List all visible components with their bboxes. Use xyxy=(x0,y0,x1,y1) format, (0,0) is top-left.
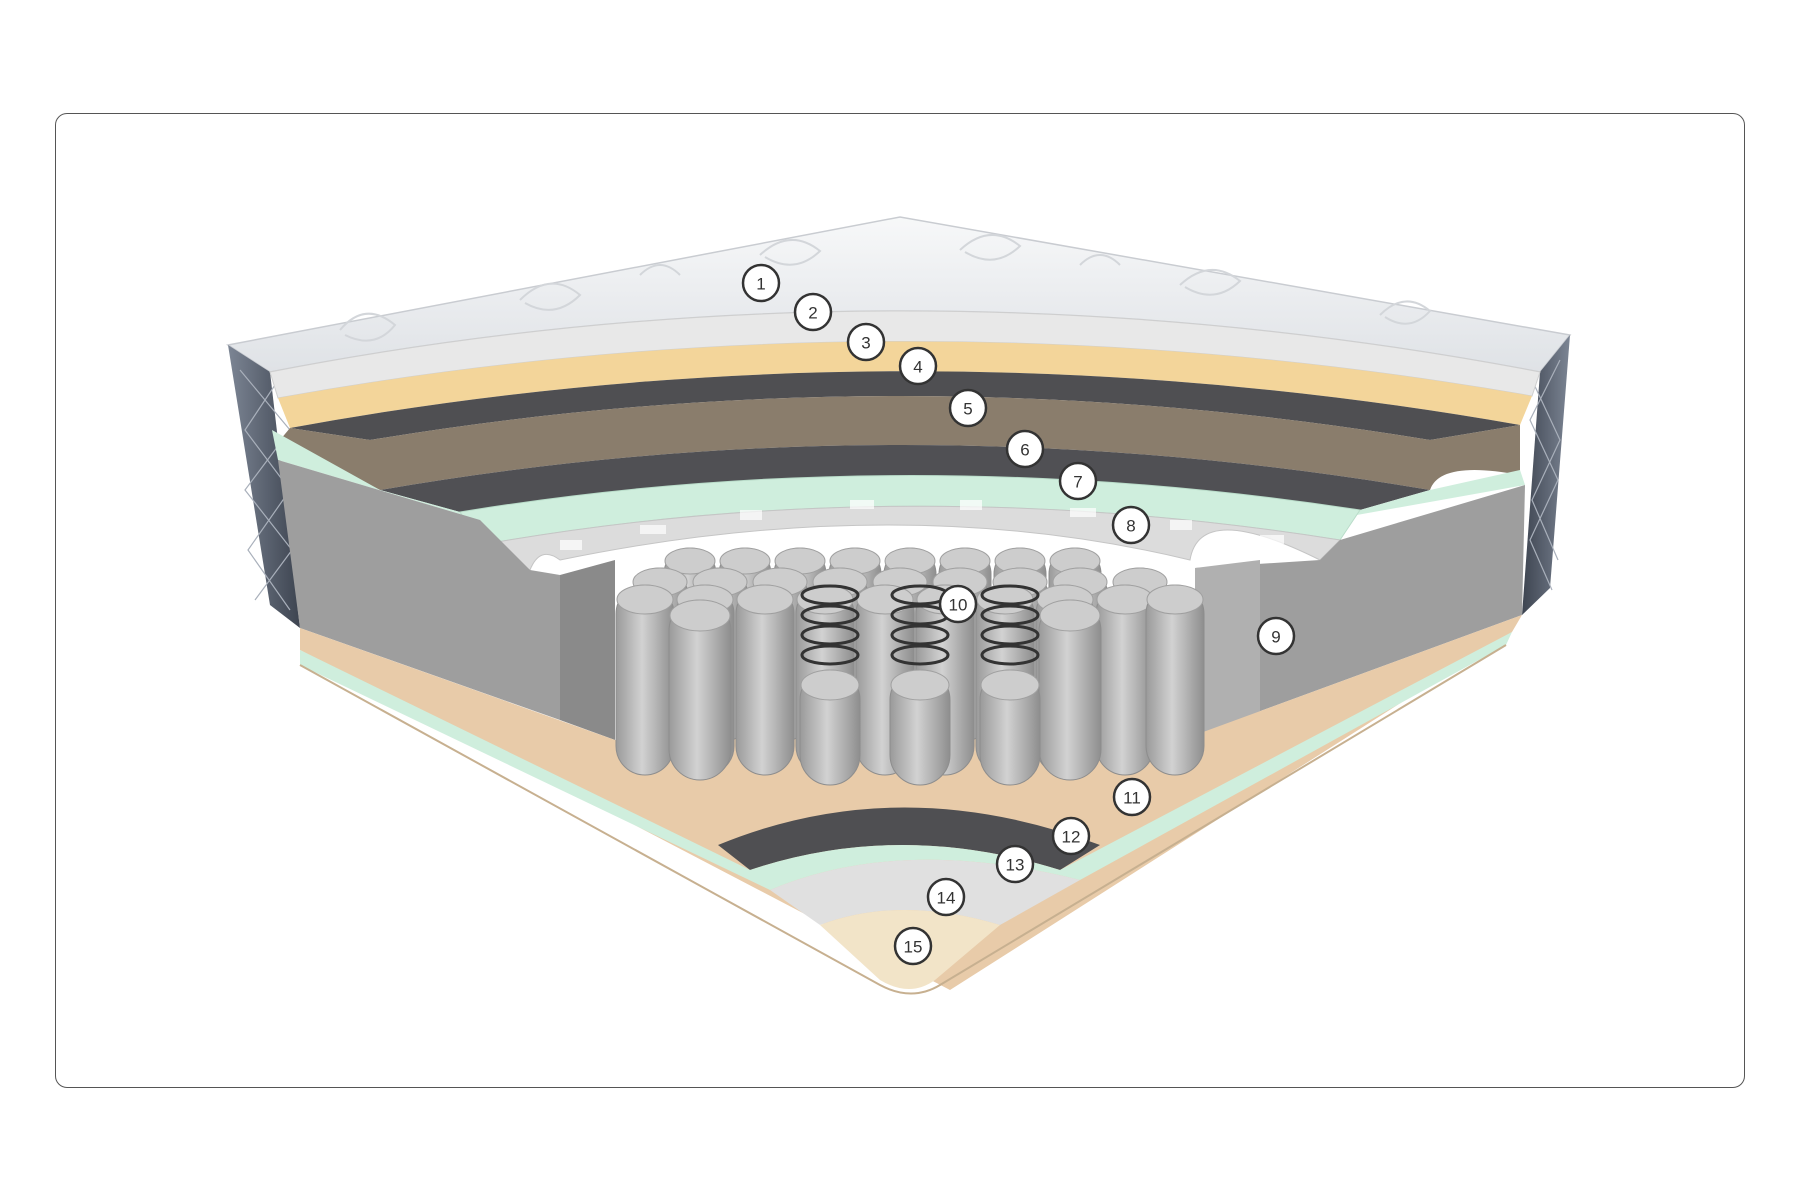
layer-dark-grey xyxy=(290,371,1520,440)
left-side-panel xyxy=(228,345,300,628)
pocket-spring xyxy=(615,584,675,776)
layer-marker-3: 3 xyxy=(846,322,886,362)
marker-circle xyxy=(1058,461,1098,501)
layer-taupe-foam xyxy=(280,396,1520,490)
marker-label: 4 xyxy=(913,358,922,377)
right-side-panel xyxy=(1522,335,1570,615)
pocket-spring xyxy=(668,599,732,781)
layer-marker-12: 12 xyxy=(1051,816,1091,856)
layer-marker-1: 1 xyxy=(741,263,781,303)
marker-circle xyxy=(893,926,933,966)
layer-marker-7: 7 xyxy=(1058,461,1098,501)
marker-label: 9 xyxy=(1271,628,1280,647)
marker-circle xyxy=(1112,777,1152,817)
pocket-spring xyxy=(889,669,951,786)
layer-marker-2: 2 xyxy=(793,292,833,332)
marker-label: 2 xyxy=(808,304,817,323)
layer-peach-base xyxy=(300,615,1522,990)
layer-mint-side-right xyxy=(1340,470,1525,518)
marker-circle xyxy=(793,292,833,332)
marker-label: 5 xyxy=(963,400,972,419)
marker-label: 7 xyxy=(1073,473,1082,492)
pocket-spring xyxy=(735,584,795,776)
layer-cream-foam xyxy=(278,341,1532,428)
marker-label: 12 xyxy=(1062,828,1081,847)
quilt-pattern xyxy=(339,233,1432,342)
marker-label: 3 xyxy=(861,334,870,353)
marker-label: 13 xyxy=(1006,856,1025,875)
insulator-texture xyxy=(560,500,1284,550)
foam-encasement-left-inner xyxy=(560,560,615,740)
marker-circle xyxy=(1111,505,1151,545)
pocket-spring xyxy=(979,669,1041,786)
layer-marker-14: 14 xyxy=(926,877,966,917)
marker-circle xyxy=(846,322,886,362)
pocket-spring xyxy=(799,669,861,786)
marker-circle xyxy=(741,263,781,303)
layer-marker-8: 8 xyxy=(1111,505,1151,545)
pocket-spring xyxy=(1145,584,1205,776)
marker-label: 6 xyxy=(1020,441,1029,460)
bottom-outline xyxy=(299,644,1507,995)
exposed-coil xyxy=(980,584,1040,666)
marker-label: 11 xyxy=(1123,789,1141,808)
layer-marker-10: 10 xyxy=(938,584,978,624)
layer-marker-5: 5 xyxy=(948,388,988,428)
marker-circle xyxy=(938,584,978,624)
marker-circle xyxy=(995,844,1035,884)
exposed-coil xyxy=(800,584,860,666)
layer-marker-11: 11 xyxy=(1112,777,1152,817)
foam-encasement-right-inner xyxy=(1195,560,1260,735)
layer-mint-bottom xyxy=(300,632,1512,890)
layer-marker-13: 13 xyxy=(995,844,1035,884)
marker-label: 10 xyxy=(949,596,968,615)
layer-marker-6: 6 xyxy=(1005,429,1045,469)
marker-circle xyxy=(1005,429,1045,469)
pocket-spring xyxy=(1038,599,1102,781)
layer-dark-band xyxy=(380,445,1430,512)
pocket-spring-unit xyxy=(615,547,1205,786)
marker-circle xyxy=(926,877,966,917)
marker-circle xyxy=(1051,816,1091,856)
pocket-spring xyxy=(1095,584,1155,776)
marker-label: 8 xyxy=(1126,517,1135,536)
foam-encasement-left xyxy=(278,460,560,720)
marker-circle xyxy=(948,388,988,428)
marker-label: 15 xyxy=(904,938,923,957)
layer-marker-9: 9 xyxy=(1256,616,1296,656)
side-quilting xyxy=(239,359,1561,611)
foam-encasement-right xyxy=(1195,485,1525,735)
marker-circle xyxy=(1256,616,1296,656)
marker-circle xyxy=(898,346,938,386)
layer-marker-4: 4 xyxy=(898,346,938,386)
marker-label: 14 xyxy=(937,889,956,908)
layer-marker-15: 15 xyxy=(893,926,933,966)
marker-label: 1 xyxy=(756,275,765,294)
